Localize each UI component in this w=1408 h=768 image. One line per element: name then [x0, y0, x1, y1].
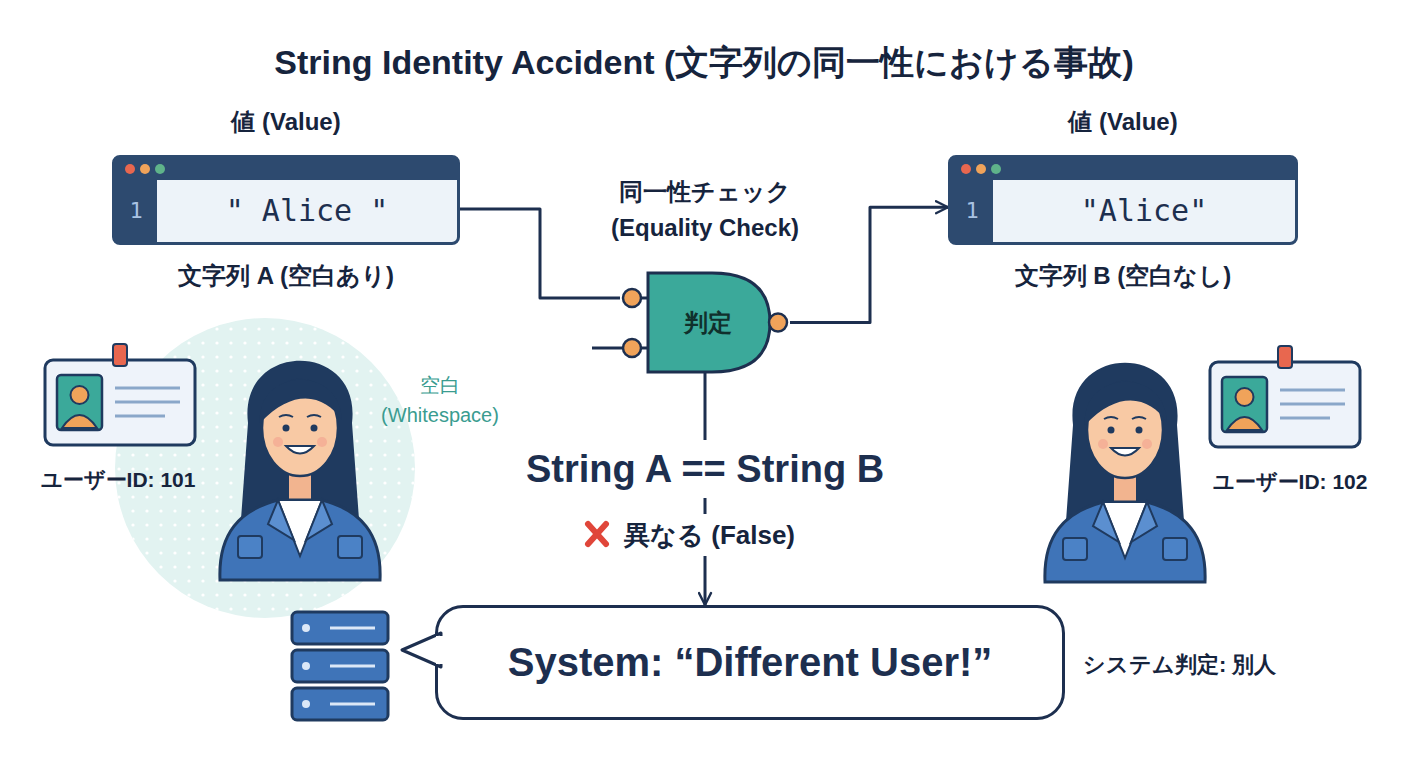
box-heading: 値 (Value) [931, 106, 1315, 138]
gate-port [769, 314, 787, 332]
logic-gate: 同一性チェック (Equality Check)判定 [620, 270, 790, 375]
box-caption: 文字列 A (空白あり) [85, 260, 487, 292]
connector [460, 209, 620, 298]
server-unit [292, 612, 388, 644]
gate-port [623, 289, 641, 307]
code-value: " Alice " [157, 180, 457, 242]
server-icon [292, 612, 388, 720]
code-box: 値 (Value)1" Alice "文字列 A (空白あり) [112, 155, 460, 245]
person-alice-101 [220, 361, 380, 580]
gate-heading: 同一性チェック (Equality Check) [590, 174, 820, 246]
bubble-tail-join [436, 636, 444, 664]
cross-mark [588, 524, 606, 544]
server-slot [330, 627, 375, 630]
gate-label: 判定 [645, 270, 770, 375]
code-box: 値 (Value)1"Alice"文字列 B (空白なし) [948, 155, 1298, 245]
window-dot [961, 164, 971, 174]
annotation: 空白 (Whitespace) [370, 370, 510, 430]
window-dot [976, 164, 986, 174]
server-slot [330, 703, 375, 706]
line-number: 1 [951, 180, 993, 242]
window-bar [951, 158, 1295, 180]
code-value: "Alice" [993, 180, 1295, 242]
gate-input-wire [592, 347, 622, 350]
id-card [45, 344, 195, 445]
person-alice-102 [1045, 363, 1205, 582]
window-dot [991, 164, 1001, 174]
comparison-expression: String A == String B [430, 440, 980, 498]
id-card [1210, 346, 1360, 447]
box-heading: 値 (Value) [95, 106, 477, 138]
speech-bubble: System: “Different User!” [435, 605, 1065, 720]
result-text: 異なる (False) [618, 514, 801, 556]
server-slot [330, 665, 375, 668]
server-led [302, 662, 310, 670]
server-unit [292, 688, 388, 720]
system-verdict: システム判定: 別人 [1083, 650, 1276, 680]
box-caption: 文字列 B (空白なし) [921, 260, 1325, 292]
diagram-title: String Identity Accident (文字列の同一性における事故) [0, 40, 1408, 86]
window-dot [125, 164, 135, 174]
connector [790, 207, 948, 322]
user-id: ユーザーID: 102 [1190, 468, 1390, 496]
window-dot [155, 164, 165, 174]
window-dot [140, 164, 150, 174]
server-led [302, 700, 310, 708]
line-number: 1 [115, 180, 157, 242]
window-bar [115, 158, 457, 180]
bubble-tail [402, 633, 441, 667]
server-led [302, 624, 310, 632]
bubble-tail [400, 630, 444, 670]
cross-mark [588, 524, 606, 544]
user-id: ユーザーID: 101 [18, 466, 218, 494]
server-unit [292, 650, 388, 682]
gate-port [623, 339, 641, 357]
bubble-text: System: “Different User!” [438, 608, 1062, 717]
